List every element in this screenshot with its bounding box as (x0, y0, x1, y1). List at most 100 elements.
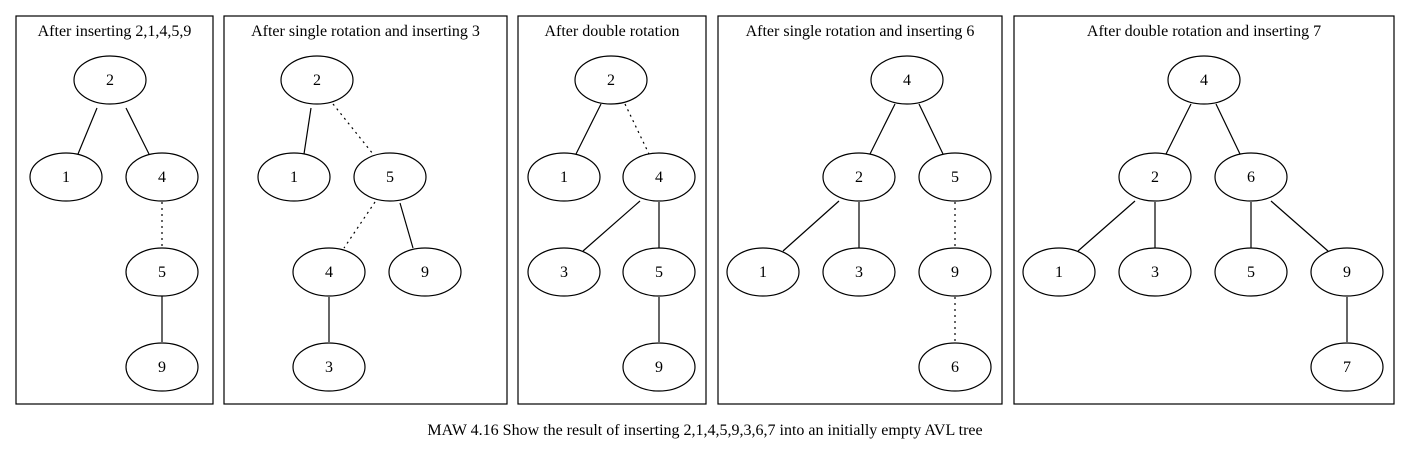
tree-node-1: 1 (1022, 247, 1096, 297)
tree-node-5: 5 (125, 247, 199, 297)
tree-node-shape (292, 247, 366, 297)
tree-node-shape (622, 342, 696, 392)
tree-node-1: 1 (29, 152, 103, 202)
tree-node-shape (1214, 247, 1288, 297)
tree-node-9: 9 (918, 247, 992, 297)
tree-node-label: 2 (313, 72, 321, 89)
panel-2-frame (223, 15, 508, 405)
tree-node-3: 3 (1118, 247, 1192, 297)
tree-node-9: 9 (622, 342, 696, 392)
tree-node-label: 1 (1055, 264, 1063, 281)
panel-5-title: After double rotation and inserting 7 (1087, 23, 1321, 40)
tree-node-shape (918, 247, 992, 297)
tree-edge-6-9 (1270, 200, 1329, 252)
tree-node-label: 4 (903, 72, 911, 89)
tree-edge-2-1 (1077, 200, 1136, 252)
tree-node-shape (527, 152, 601, 202)
tree-node-9: 9 (125, 342, 199, 392)
tree-node-shape (1118, 152, 1192, 202)
tree-node-6: 6 (918, 342, 992, 392)
panel-3: After double rotation 2 1 4 3 5 9 (517, 15, 707, 405)
tree-node-label: 2 (106, 72, 114, 89)
tree-node-label: 1 (290, 169, 298, 186)
tree-node-4: 4 (870, 55, 944, 105)
tree-node-shape (388, 247, 462, 297)
tree-node-label: 2 (607, 72, 615, 89)
tree-node-2: 2 (73, 55, 147, 105)
tree-node-shape (1118, 247, 1192, 297)
tree-node-5: 5 (353, 152, 427, 202)
tree-edge-2-1 (575, 103, 602, 155)
tree-node-label: 3 (1151, 264, 1159, 281)
panel-4-title: After single rotation and inserting 6 (746, 23, 975, 40)
tree-node-label: 5 (158, 264, 166, 281)
tree-node-shape (1214, 152, 1288, 202)
tree-edge-2-1 (77, 107, 98, 155)
tree-node-label: 2 (855, 169, 863, 186)
tree-node-shape (1167, 55, 1241, 105)
tree-edge-4-2 (869, 103, 896, 155)
tree-node-5: 5 (1214, 247, 1288, 297)
panel-2: After single rotation and inserting 3 2 1… (223, 15, 508, 405)
tree-node-6: 6 (1214, 152, 1288, 202)
tree-node-4: 4 (1167, 55, 1241, 105)
tree-node-1: 1 (527, 152, 601, 202)
tree-node-2: 2 (822, 152, 896, 202)
tree-node-2: 2 (1118, 152, 1192, 202)
tree-node-shape (257, 152, 331, 202)
tree-node-shape (1310, 247, 1384, 297)
tree-node-shape (29, 152, 103, 202)
tree-node-label: 4 (158, 169, 166, 186)
tree-node-2: 2 (574, 55, 648, 105)
tree-node-shape (622, 152, 696, 202)
panel-3-title: After double rotation (544, 23, 679, 40)
tree-node-shape (527, 247, 601, 297)
tree-node-label: 9 (655, 359, 663, 376)
tree-node-4: 4 (292, 247, 366, 297)
tree-node-label: 5 (951, 169, 959, 186)
tree-node-label: 9 (1343, 264, 1351, 281)
tree-node-4: 4 (622, 152, 696, 202)
tree-node-shape (1022, 247, 1096, 297)
tree-node-shape (280, 55, 354, 105)
tree-node-shape (822, 152, 896, 202)
tree-node-label: 1 (560, 169, 568, 186)
tree-node-shape (125, 247, 199, 297)
tree-edge-4-3 (582, 200, 641, 252)
tree-node-label: 1 (759, 264, 767, 281)
tree-node-label: 4 (655, 169, 663, 186)
tree-node-label: 7 (1343, 359, 1351, 376)
tree-node-label: 9 (158, 359, 166, 376)
tree-node-label: 5 (386, 169, 394, 186)
tree-node-label: 6 (951, 359, 959, 376)
tree-node-shape (574, 55, 648, 105)
tree-node-label: 2 (1151, 169, 1159, 186)
tree-node-label: 9 (951, 264, 959, 281)
panel-2-title: After single rotation and inserting 3 (251, 23, 480, 40)
tree-node-3: 3 (527, 247, 601, 297)
tree-edge-4-5 (918, 103, 944, 155)
tree-node-shape (353, 152, 427, 202)
tree-node-4: 4 (125, 152, 199, 202)
tree-node-shape (1310, 342, 1384, 392)
tree-node-shape (125, 152, 199, 202)
tree-node-label: 3 (560, 264, 568, 281)
tree-node-shape (292, 342, 366, 392)
tree-node-1: 1 (257, 152, 331, 202)
tree-edge-4-2 (1165, 103, 1192, 155)
tree-node-5: 5 (622, 247, 696, 297)
tree-node-label: 5 (655, 264, 663, 281)
tree-node-shape (726, 247, 800, 297)
tree-node-label: 4 (1200, 72, 1208, 89)
tree-node-2: 2 (280, 55, 354, 105)
tree-node-label: 3 (325, 359, 333, 376)
tree-node-shape (870, 55, 944, 105)
tree-edge-2-1 (303, 107, 312, 155)
tree-node-shape (918, 152, 992, 202)
tree-node-3: 3 (292, 342, 366, 392)
tree-node-shape (73, 55, 147, 105)
tree-edge-4-6 (1215, 103, 1241, 155)
tree-node-3: 3 (822, 247, 896, 297)
tree-node-label: 6 (1247, 169, 1255, 186)
